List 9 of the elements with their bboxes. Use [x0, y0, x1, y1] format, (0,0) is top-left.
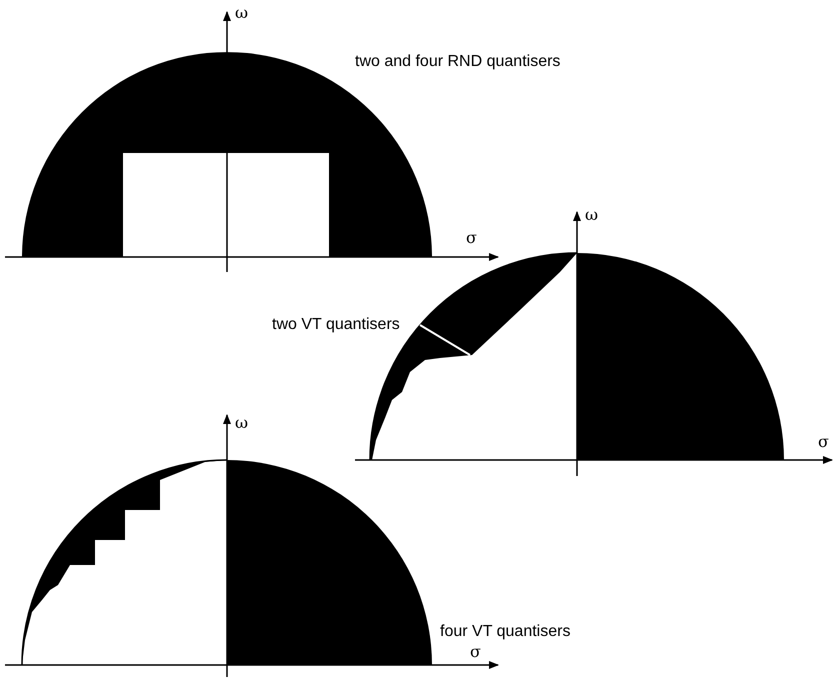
- plot-caption: two VT quantisers: [272, 315, 400, 335]
- axis-label: σ: [466, 228, 477, 248]
- axis-label: ω: [235, 3, 248, 23]
- plot-caption: four VT quantisers: [440, 622, 570, 642]
- plot-caption: two and four RND quantisers: [355, 52, 560, 72]
- axis-label: ω: [235, 413, 248, 433]
- axis-label: σ: [470, 642, 481, 662]
- axis-label: ω: [585, 205, 598, 225]
- axis-label: σ: [818, 432, 829, 452]
